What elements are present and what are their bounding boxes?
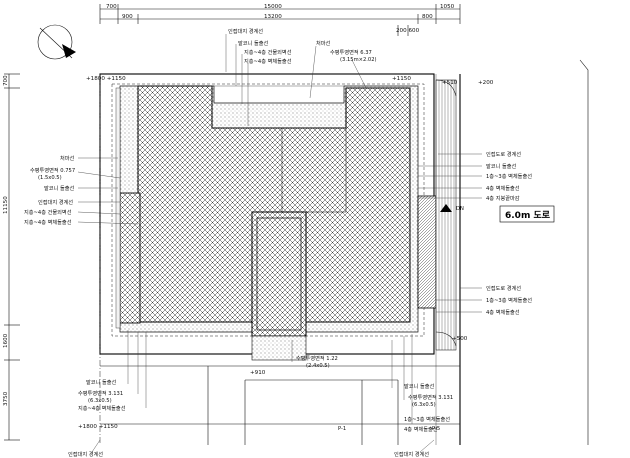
label-right-road-boundary: 인접도로 경계선	[486, 150, 521, 158]
level-tr: +1150	[392, 76, 411, 82]
level-tr3: +200	[478, 80, 494, 86]
label-bottom-balcony-left: 발코니 돌출선	[86, 378, 117, 386]
left-dimension-lines: 700 11150 1600 3750	[3, 73, 20, 441]
label-left-eave: 처마선	[60, 154, 75, 162]
label-left-eave-area: 수평투영면적 0.757	[30, 166, 75, 174]
road-label-box	[499, 205, 555, 223]
dim-200-600: 200 600	[396, 28, 420, 34]
dim-700-left: 700	[3, 75, 9, 86]
label-road: 6.0m 도로	[505, 210, 551, 221]
dim-900: 900	[122, 14, 133, 20]
dn-arrow-icon	[440, 204, 452, 212]
label-bottom-area-right-calc: (6.3x0.5)	[412, 402, 436, 408]
dim-1600: 1600	[3, 333, 9, 348]
label-dn: DN	[456, 206, 464, 212]
label-bottom-area-left-calc: (6.3x0.5)	[88, 398, 112, 404]
top-dimension-lines: 700 15000 1050 900 13200 800 200 600	[99, 4, 461, 36]
leader-lines	[77, 34, 482, 453]
dim-1050: 1050	[440, 4, 455, 10]
level-tl: +1800 +1150	[86, 76, 126, 82]
label-right-floor4b: 4층 지붕끝마감	[486, 194, 520, 202]
label-right-floor1-3: 1층~3층 벽체돌출선	[486, 172, 532, 180]
label-bottom-floor-right: 1층~3층 벽체돌출선	[404, 415, 450, 423]
dim-800: 800	[422, 14, 433, 20]
label-left-balcony: 발코니 돌출선	[44, 184, 75, 192]
label-right-floor4c: 4층 벽체돌출선	[486, 308, 520, 316]
label-right-floor4: 4층 벽체돌출선	[486, 184, 520, 192]
label-floor4-line: 지층~4층 벽체돌출선	[244, 57, 292, 65]
label-top-eave: 처마선	[316, 39, 331, 47]
dim-15000: 15000	[264, 4, 282, 10]
dim-3750: 3750	[3, 391, 9, 406]
label-right-road-boundary2: 인접도로 경계선	[486, 284, 521, 292]
label-top-site-boundary: 인접대지 경계선	[228, 27, 263, 35]
label-left-site-boundary: 인접대지 경계선	[38, 198, 73, 206]
label-right-balcony: 발코니 돌출선	[486, 162, 517, 170]
bottom-lot-lines: P-1 P-5	[100, 365, 460, 445]
label-floor1-4-line: 지층~4층 건물외벽선	[244, 48, 292, 56]
level-bottom-mid: +910	[250, 370, 266, 376]
label-left-eave-area-calc: (1.5x0.5)	[38, 175, 62, 181]
label-bottom-floor-left: 지층~4층 벽체돌출선	[78, 404, 126, 412]
dim-13200: 13200	[264, 14, 282, 20]
label-top-eave-area: 수평투영면적 6.37	[330, 48, 372, 56]
label-bottom-area-left: 수평투영면적 3.131	[78, 389, 123, 397]
label-bottom-mid-area-calc: (2.4x0.5)	[306, 363, 330, 369]
label-left-floor-line: 지층~4층 건물외벽선	[24, 208, 72, 216]
parking-label-p1: P-1	[338, 426, 346, 432]
label-right-floor1-3b: 1층~3층 벽체돌출선	[486, 296, 532, 304]
label-bottom-site-right: 인접대지 경계선	[394, 450, 429, 458]
level-tr2: +510	[442, 80, 458, 86]
dim-11150: 11150	[3, 196, 9, 214]
label-top-eave-area-calc: (3.15m×2.02)	[340, 57, 377, 63]
parking-label-p5: P-5	[432, 426, 440, 432]
label-bottom-floor4-right: 4층 벽체돌출선	[404, 425, 438, 433]
level-markers: +1800 +1150 +1150 +510 +200 +500 +910 +1…	[78, 76, 494, 430]
label-bottom-balcony-right: 발코니 돌출선	[404, 382, 435, 390]
label-bottom-site-left: 인접대지 경계선	[68, 450, 103, 458]
label-balcony-proj-top: 발코니 돌출선	[238, 39, 269, 47]
label-bottom-mid-area: 수평투영면적 1.22	[296, 354, 338, 362]
annotation-labels: 인접대지 경계선 발코니 돌출선 지층~4층 건물외벽선 지층~4층 벽체돌출선…	[24, 27, 555, 458]
north-arrow-icon	[37, 24, 76, 60]
level-br: +500	[452, 336, 468, 342]
level-bl: +1800 +1150	[78, 424, 118, 430]
label-bottom-area-right: 수평투영면적 3.131	[408, 393, 453, 401]
building-footprint	[115, 79, 457, 361]
dim-700-top: 700	[106, 4, 117, 10]
label-left-floor4: 지층~4층 벽체돌출선	[24, 218, 72, 226]
